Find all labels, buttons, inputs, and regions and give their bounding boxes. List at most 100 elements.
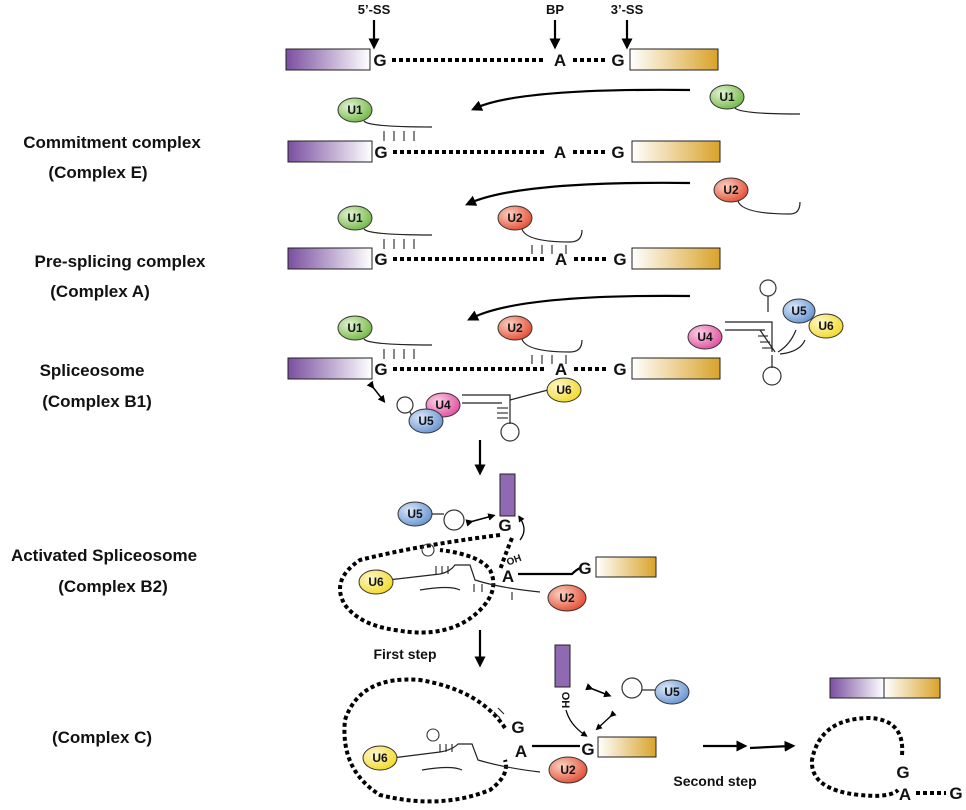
exon2 — [631, 247, 721, 270]
u2-label: U2 — [507, 321, 523, 335]
g-3ss: G — [611, 143, 624, 162]
u6-snrna — [391, 743, 541, 773]
u4-label: U4 — [697, 330, 713, 344]
u2-snrnp — [547, 584, 587, 612]
g-3ss: G — [949, 784, 962, 803]
u1-snrnp — [709, 84, 745, 110]
g-5ss: G — [498, 516, 511, 535]
spliced-products: G A G — [809, 677, 963, 804]
u6-snrnp — [362, 745, 398, 771]
g-5ss: G — [373, 51, 386, 70]
step-arrow — [464, 181, 691, 206]
stage-title: Commitment complex — [23, 133, 201, 152]
step-arrow — [470, 88, 691, 111]
exon2 — [631, 357, 721, 380]
step-arrow — [467, 294, 691, 321]
stage-complex-a: Pre-splicing complex (Complex A) U1 U2 G… — [35, 205, 721, 301]
g-lariat: G — [511, 718, 524, 737]
u6-label: U6 — [818, 319, 834, 333]
a-bp: A — [554, 51, 566, 70]
stage-complex-c: (Complex C) OH U5 G A G U6 U2 — [52, 644, 690, 804]
u6-snrnp — [808, 313, 844, 339]
u1-label: U1 — [347, 321, 363, 335]
u2-snrnp — [713, 177, 749, 203]
u5-snrnp — [654, 679, 690, 705]
u6-snrnp — [546, 377, 582, 403]
u5-label: U5 — [407, 507, 423, 521]
u2-u6-duplex — [421, 766, 463, 771]
splice-site-markers: 5’-SS BP 3’-SS — [358, 2, 644, 50]
stage-complex-e: Commitment complex (Complex E) U1 G A G — [23, 97, 721, 182]
u2-label: U2 — [560, 763, 576, 777]
u1-snrna — [363, 228, 433, 236]
u1-snrnp — [337, 205, 373, 231]
u4-snrnp — [687, 324, 723, 350]
g-5ss: G — [374, 360, 387, 379]
a-bp: A — [515, 742, 527, 761]
g-lariat: G — [896, 763, 909, 782]
stage-complex-b2: Activated Spliceosome (Complex B2) G OH … — [11, 473, 657, 635]
a-bp: A — [502, 567, 514, 586]
base-pair — [497, 707, 505, 715]
exon1 — [499, 473, 516, 517]
u5-snrnp — [408, 408, 444, 434]
nucleophilic-attack-arrow — [518, 515, 525, 541]
exon1 — [287, 140, 373, 163]
lariat-intron — [809, 715, 905, 798]
u6-loop — [421, 543, 435, 557]
u2-snrnp — [497, 205, 533, 231]
intron-link — [498, 537, 514, 571]
exon2 — [883, 677, 941, 699]
incoming-tri-snrnp: U5 U6 U4 — [467, 279, 844, 386]
stem-loop — [396, 396, 414, 414]
ss5-label: 5’-SS — [358, 2, 391, 17]
a-bp: A — [555, 250, 567, 269]
exon1 — [287, 247, 373, 270]
loop-lower — [500, 422, 520, 442]
u1-snrnp — [337, 315, 373, 341]
u1-label: U1 — [719, 90, 735, 104]
stage-title: Spliceosome — [40, 361, 145, 380]
pre-mrna: G A G — [285, 48, 719, 71]
3ss-strand — [518, 567, 581, 576]
exchange-arrow — [366, 380, 386, 403]
u5-loop — [443, 509, 465, 531]
oh-label: OH — [505, 553, 523, 568]
u1-snrna — [363, 338, 433, 346]
u1-snrnp — [337, 97, 373, 123]
u6-snrnp — [358, 569, 394, 595]
second-step-label: Second step — [673, 773, 756, 789]
exchange-arrow — [465, 513, 496, 527]
u2-label: U2 — [723, 183, 739, 197]
u2-label: U2 — [559, 591, 575, 605]
exchange-arrow — [595, 710, 617, 731]
lariat-intron — [338, 533, 501, 635]
lariat-intron — [342, 677, 508, 804]
u6-arm — [759, 329, 776, 353]
u1-label: U1 — [347, 103, 363, 117]
ss3-label: 3’-SS — [611, 2, 644, 17]
incoming-u2: U2 — [464, 177, 801, 215]
u1-snrna — [734, 107, 801, 115]
exchange-arrow — [585, 683, 612, 698]
step-arrow — [749, 740, 796, 752]
u2-snrna — [521, 228, 583, 243]
u5-label: U5 — [664, 685, 680, 699]
g-5ss: G — [374, 143, 387, 162]
a-bp: A — [554, 143, 566, 162]
g-3ss: G — [613, 250, 626, 269]
loop-lower — [762, 366, 782, 386]
stem-loop — [759, 279, 777, 297]
stage-subtitle: (Complex B2) — [58, 577, 168, 596]
u6-branch — [509, 389, 549, 401]
u4-u6-duplex — [462, 394, 511, 420]
oh-label: OH — [559, 692, 571, 709]
g-3ss: G — [613, 360, 626, 379]
u5-loop — [621, 677, 643, 699]
exon2 — [595, 556, 657, 578]
u5-label: U5 — [791, 304, 807, 318]
exon2 — [597, 736, 657, 758]
u6-label: U6 — [368, 575, 384, 589]
